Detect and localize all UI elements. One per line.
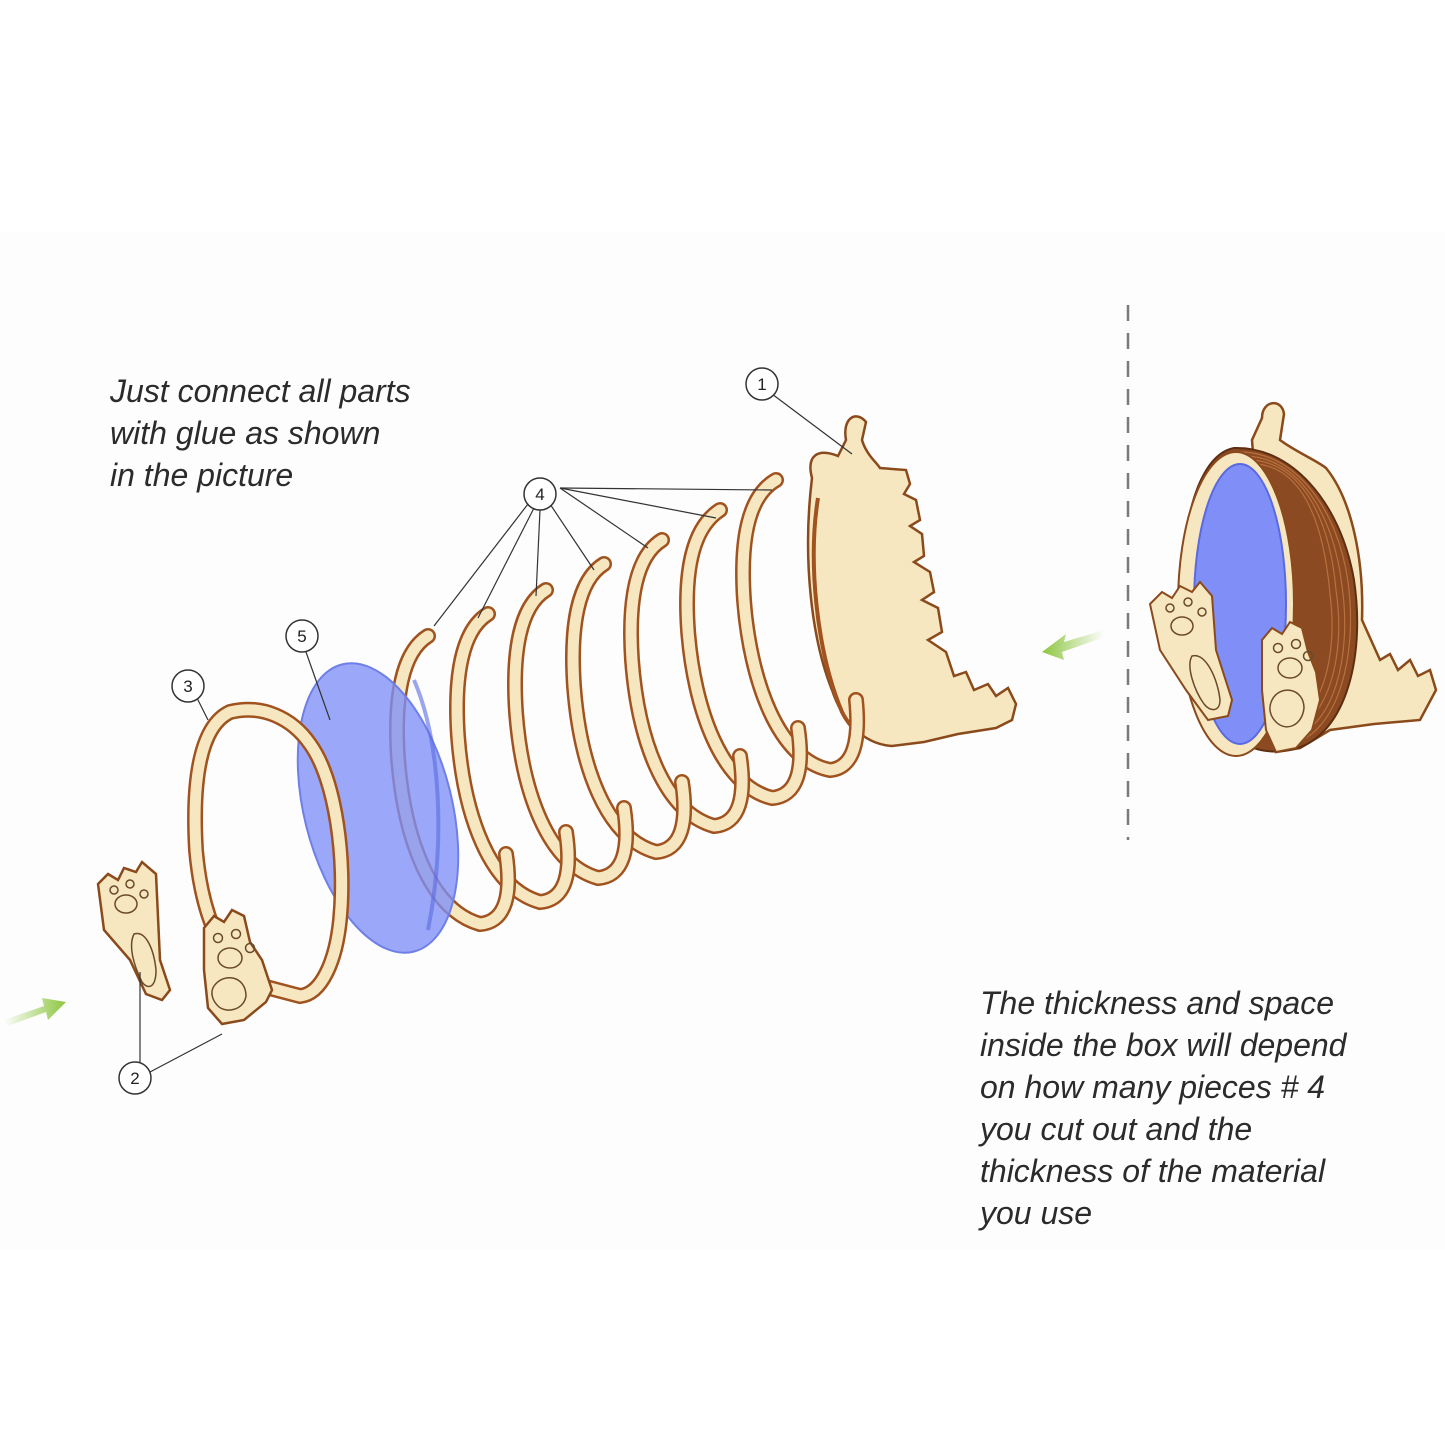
- note-line: you use: [980, 1195, 1093, 1231]
- callout-5: 5: [285, 619, 319, 653]
- callout-2: 2: [118, 1061, 152, 1095]
- callout-1: 1: [745, 367, 779, 401]
- assembled-box-preview: [1148, 402, 1438, 757]
- svg-text:2: 2: [130, 1069, 139, 1088]
- instruction-line: in the picture: [110, 457, 294, 493]
- callout-leaders: [139, 393, 853, 1073]
- note-line: on how many pieces # 4: [980, 1069, 1326, 1105]
- note-line: The thickness and space: [980, 985, 1334, 1021]
- ring-4-d: [565, 556, 693, 861]
- callout-4: 4: [523, 477, 557, 511]
- note-line: inside the box will depend: [980, 1027, 1347, 1063]
- svg-text:4: 4: [535, 485, 544, 504]
- part-4-rings: [389, 472, 866, 933]
- part-3-front-frame: [187, 701, 350, 1005]
- ring-4-c: [507, 582, 635, 887]
- instruction-line: Just connect all parts: [110, 373, 411, 409]
- thickness-note-text: The thickness and space inside the box w…: [980, 982, 1346, 1234]
- assembly-direction-arrow-left: [4, 998, 66, 1026]
- ring-4-b: [449, 606, 577, 911]
- instruction-line: with glue as shown: [110, 415, 381, 451]
- ring-4-f: [679, 502, 809, 807]
- svg-text:5: 5: [297, 627, 306, 646]
- part-2-paw-right: [202, 908, 274, 1026]
- note-line: you cut out and the: [980, 1111, 1253, 1147]
- note-line: thickness of the material: [980, 1153, 1326, 1189]
- part-1-back-board: [806, 415, 1018, 748]
- ring-4-g: [735, 472, 866, 779]
- callout-3: 3: [171, 669, 205, 703]
- svg-text:3: 3: [183, 677, 192, 696]
- svg-text:1: 1: [757, 375, 766, 394]
- part-2-paw-left: [96, 860, 172, 1002]
- assembly-direction-arrow-right: [1042, 630, 1104, 660]
- ring-4-e: [623, 532, 751, 835]
- assembly-instructions-text: Just connect all parts with glue as show…: [110, 370, 411, 496]
